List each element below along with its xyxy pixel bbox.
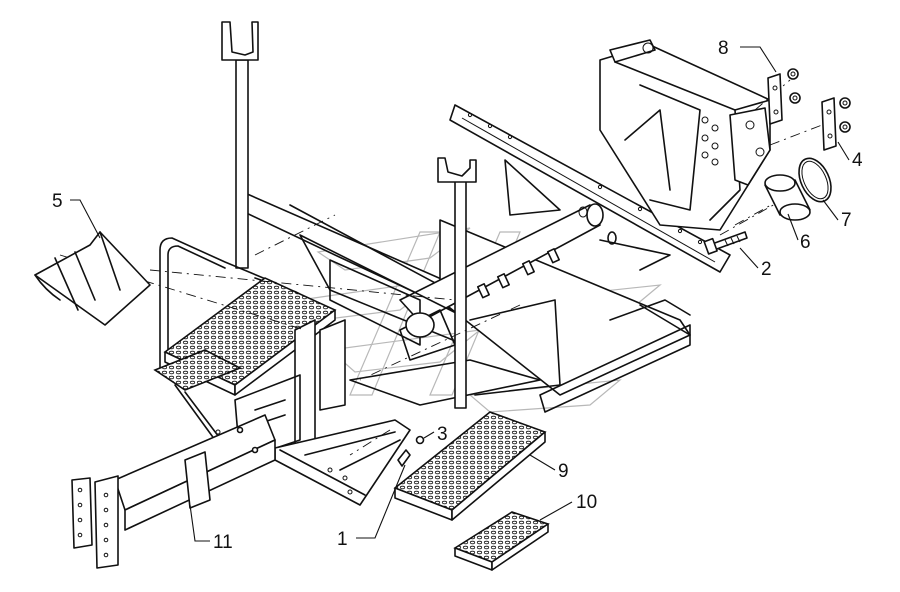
tube-lugs <box>476 248 560 299</box>
part-7-ring <box>798 157 832 203</box>
hitch-bracket <box>599 39 771 231</box>
callout-7: 7 <box>841 210 852 231</box>
callout-3: 3 <box>437 424 448 445</box>
part-6-bushing <box>764 174 811 221</box>
callout-5: 5 <box>52 191 63 212</box>
part-3-nut <box>415 435 425 445</box>
vertical-posts <box>221 21 477 409</box>
callout-2: 2 <box>761 259 772 280</box>
part-9-step-grating <box>393 411 547 521</box>
arm-holes <box>77 487 109 558</box>
part-5-cover <box>34 231 151 326</box>
support-arm <box>71 414 276 569</box>
part-4-plate-and-nuts <box>787 68 851 151</box>
left-platform <box>153 237 346 461</box>
callout-4: 4 <box>852 150 863 171</box>
lower-left-step <box>153 349 242 391</box>
part-2-bolt <box>703 231 748 255</box>
callout-1: 1 <box>337 529 348 550</box>
part-1-bolt <box>215 426 411 467</box>
part-8-plate <box>767 73 783 125</box>
bracket-holes <box>701 116 719 166</box>
main-frame <box>239 104 731 413</box>
beam-holes <box>467 112 703 245</box>
callout-8: 8 <box>718 38 729 59</box>
base-channel <box>274 419 411 506</box>
part-10-step-grating <box>453 511 550 571</box>
leader-lines <box>70 46 850 542</box>
callout-11: 11 <box>213 532 233 553</box>
callout-labels: 8 4 5 7 6 2 3 9 10 1 11 <box>52 38 863 553</box>
callout-6: 6 <box>800 232 811 253</box>
alignment-lines <box>59 79 836 456</box>
callout-9: 9 <box>558 461 569 482</box>
callout-10: 10 <box>576 492 597 513</box>
